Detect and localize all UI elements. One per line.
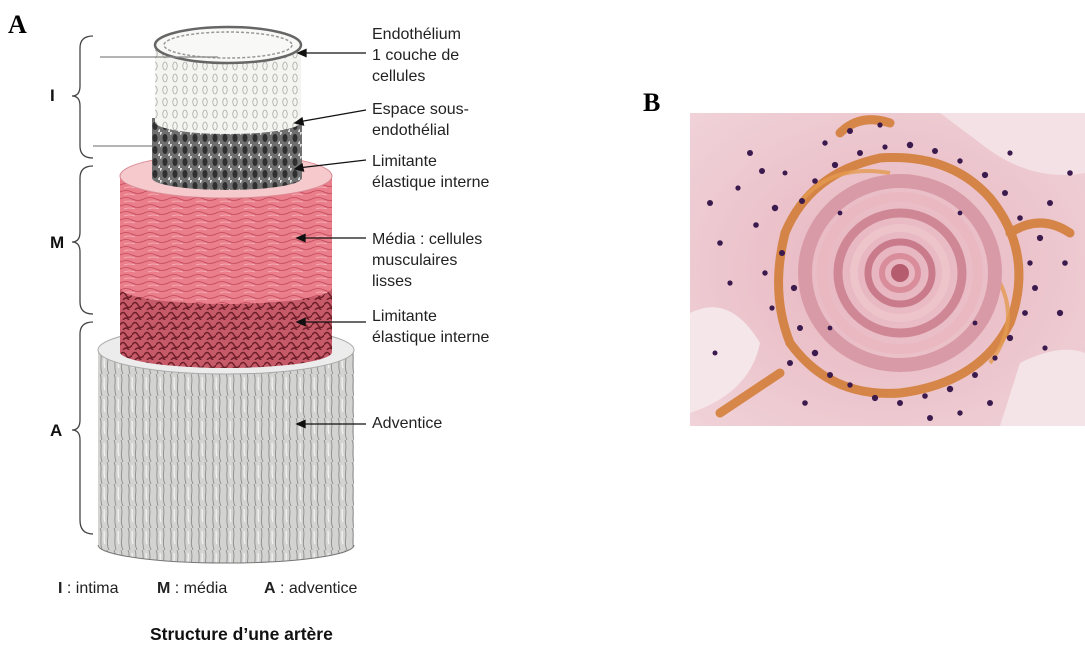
intima-cylinder [155, 27, 301, 134]
annotation-media: Média : cellules musculaires lisses [372, 229, 482, 292]
legend-intima: I : intima [58, 580, 118, 598]
annotation-endothelium: Endothélium 1 couche de cellules [372, 24, 461, 87]
annotation-internal-elastic-lower: Limitante élastique interne [372, 306, 489, 348]
intima-bracket-label: I [50, 86, 55, 106]
adventice-bracket-label: A [50, 421, 62, 441]
artery-structure-illustration [0, 0, 620, 600]
media-bracket-label: M [50, 233, 64, 253]
annotation-internal-elastic-upper: Limitante élastique interne [372, 151, 489, 193]
histology-micrograph [690, 113, 1085, 426]
annotation-adventice: Adventice [372, 413, 442, 434]
annotation-subendothelial: Espace sous- endothélial [372, 99, 469, 141]
histology-image [690, 113, 1085, 426]
figure-caption: Structure d’une artère [150, 624, 333, 645]
panel-b-letter: B [643, 88, 660, 118]
legend-adventice: A : adventice [264, 580, 357, 598]
legend-media: M : média [157, 580, 227, 598]
